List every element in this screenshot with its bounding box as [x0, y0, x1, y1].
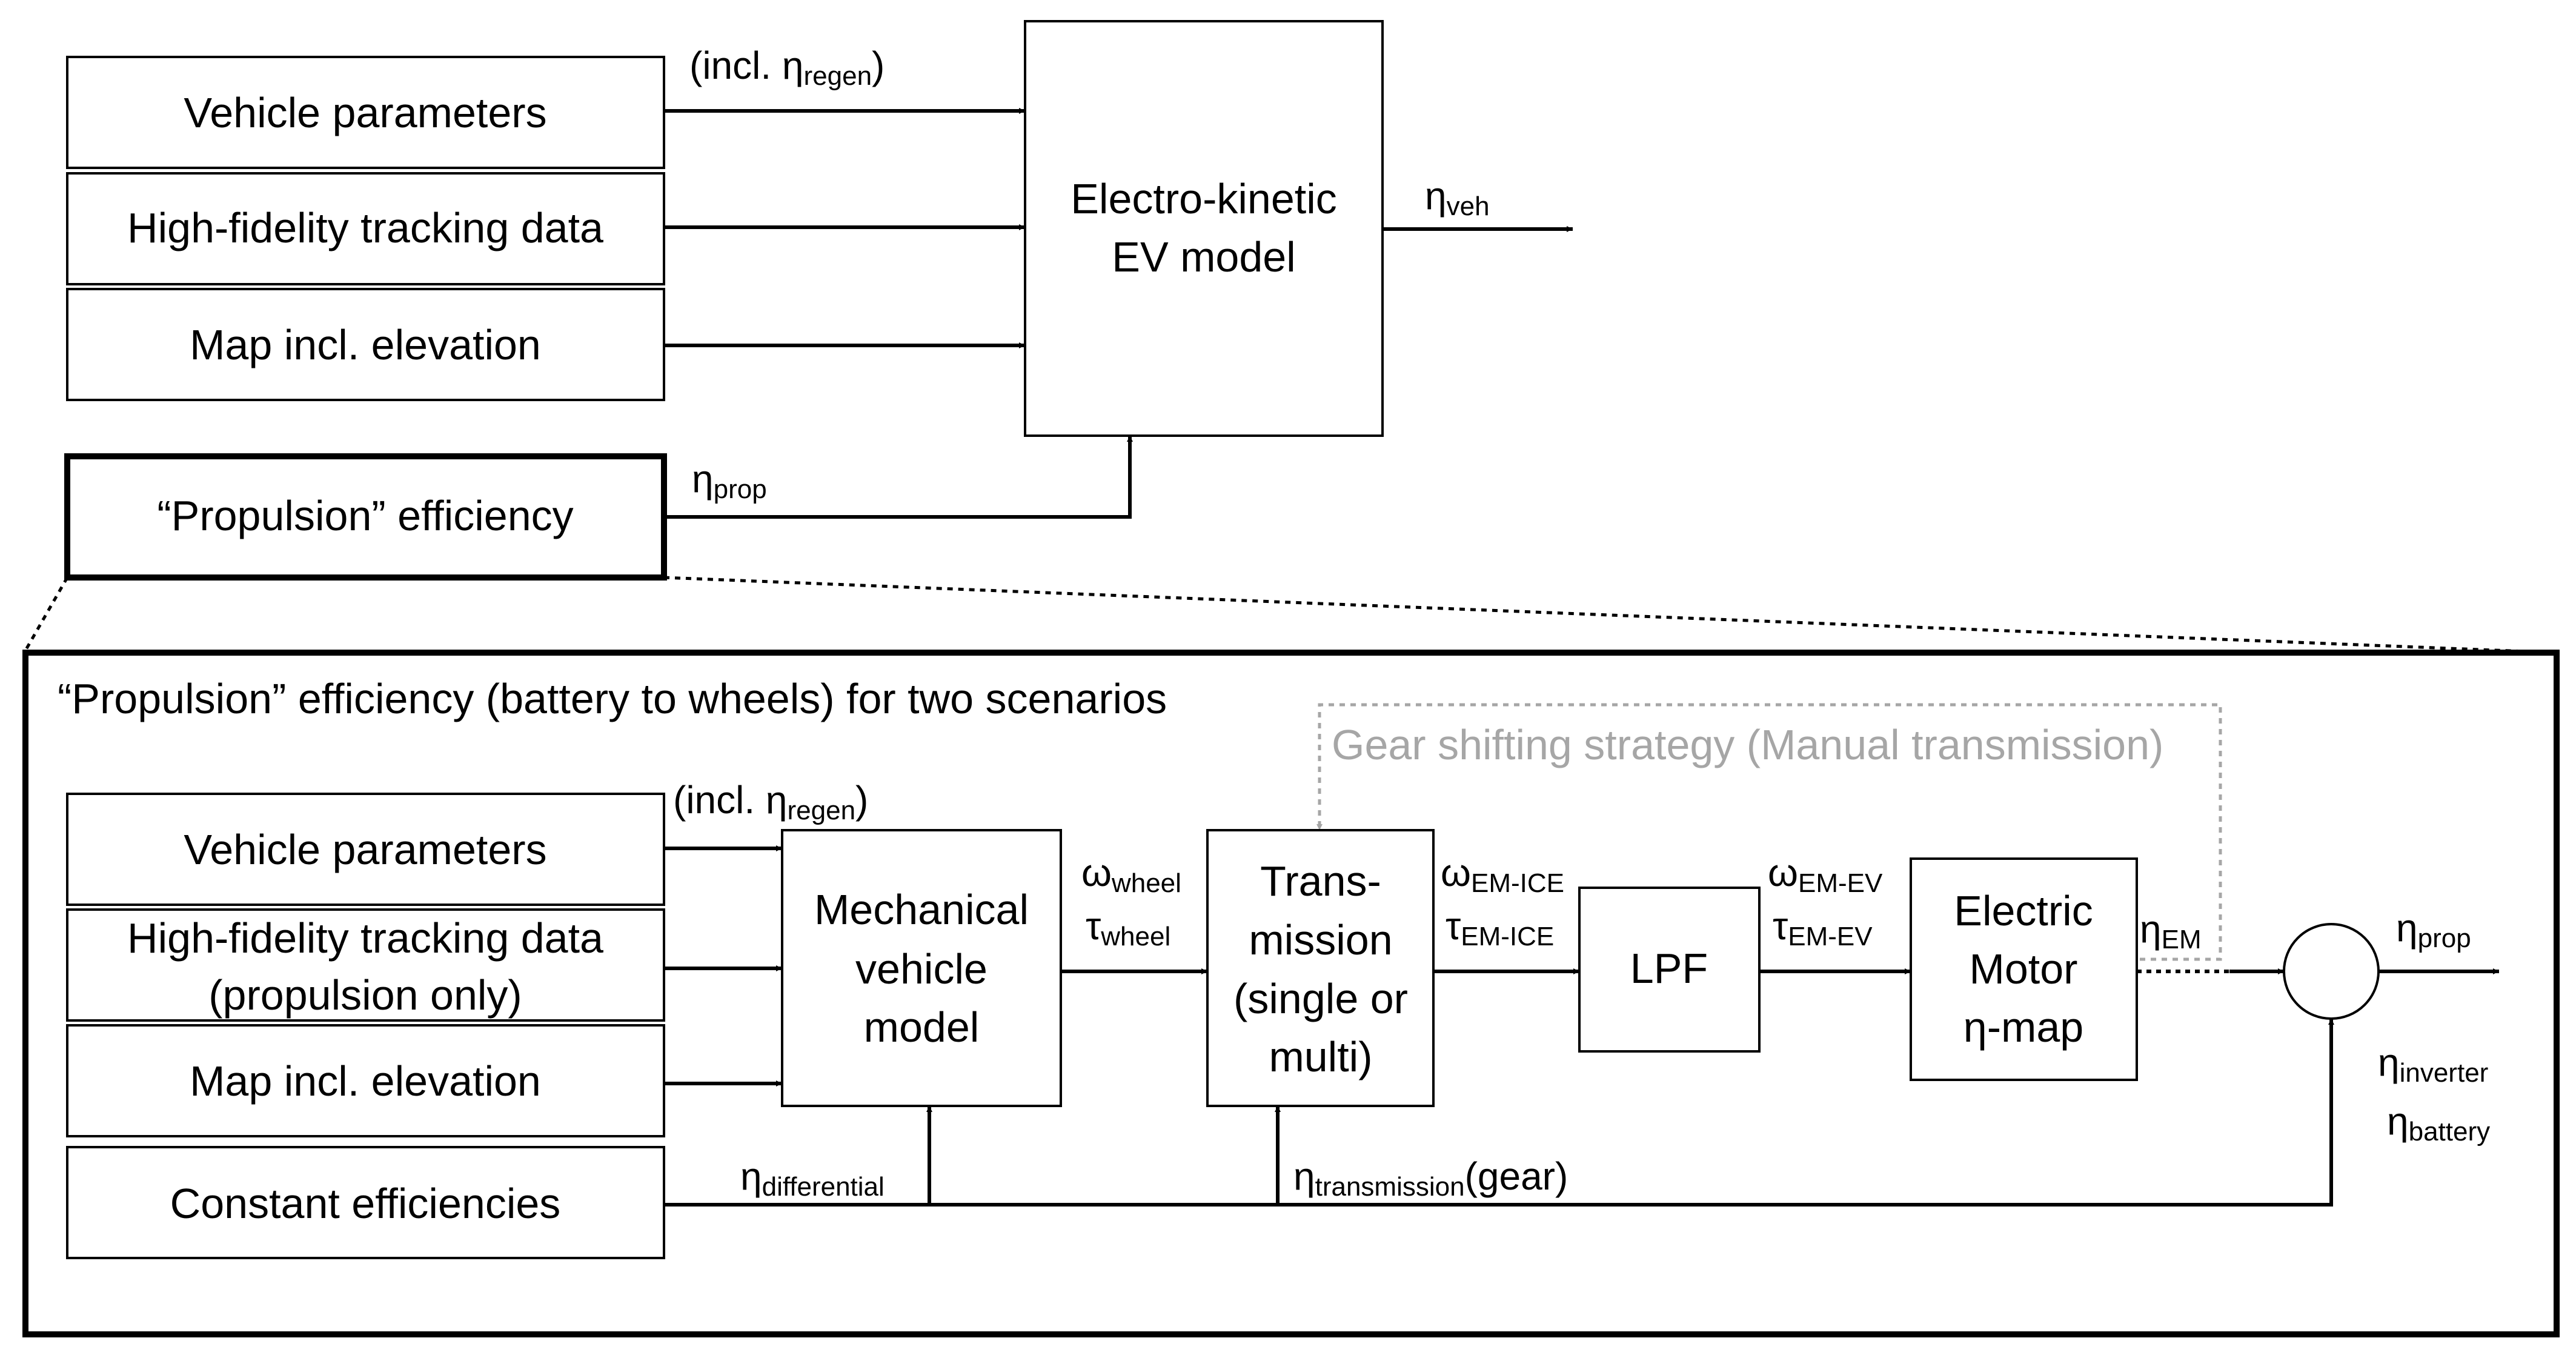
- multiplier-node: [2283, 923, 2380, 1020]
- tracking-data-box-detail: [66, 908, 665, 1022]
- electric-motor-line2: Motor: [1970, 945, 2078, 993]
- zoom-connector-left: [22, 576, 69, 654]
- electro-kinetic-model-line2: EV model: [1112, 233, 1295, 281]
- top-section: Vehicle parameters High-fidelity trackin…: [64, 20, 1573, 581]
- eta-battery-label: ηbattery: [2387, 1099, 2490, 1147]
- tau-wheel-label: τwheel: [1086, 904, 1170, 951]
- transmission-line2: mission: [1249, 916, 1392, 964]
- electric-motor-line3: η-map: [1964, 1004, 2083, 1051]
- constant-efficiencies-line: [664, 1019, 2334, 1207]
- arrow-prop-to-model: [664, 436, 1133, 519]
- map-box: [66, 288, 665, 401]
- tracking-data-label: High-fidelity tracking data: [127, 204, 603, 251]
- eta-veh-label: ηveh: [1425, 174, 1490, 221]
- lpf-label: LPF: [1630, 945, 1708, 992]
- propulsion-efficiency-label: “Propulsion” efficiency: [157, 492, 573, 539]
- electric-motor-box: [1910, 857, 2138, 1081]
- transmission-line4: multi): [1269, 1033, 1372, 1080]
- constant-efficiencies-label: Constant efficiencies: [170, 1180, 561, 1227]
- gear-strategy-feedback: [1316, 703, 2222, 961]
- map-label-detail: Map incl. elevation: [190, 1057, 541, 1105]
- vehicle-parameters-box: [66, 56, 665, 169]
- regen-label-top: (incl. ηregen): [689, 44, 885, 91]
- mechanical-model-line2: vehicle: [855, 945, 988, 993]
- mechanical-vehicle-model-box: [781, 829, 1062, 1107]
- tracking-data-label-line2: (propulsion only): [208, 971, 522, 1019]
- regen-label-detail: (incl. ηregen): [673, 778, 868, 825]
- tau-em-ev-label: τEM-EV: [1773, 904, 1873, 951]
- detail-title: “Propulsion” efficiency (battery to whee…: [58, 675, 1167, 722]
- omega-wheel-label: ωwheel: [1081, 851, 1181, 898]
- omega-em-ice-label: ωEM-ICE: [1441, 851, 1564, 898]
- mechanical-model-line3: model: [864, 1004, 980, 1051]
- electro-kinetic-model-line1: Electro-kinetic: [1071, 175, 1337, 222]
- tracking-data-box: [66, 172, 665, 285]
- transmission-box: [1206, 829, 1435, 1107]
- vehicle-parameters-label: Vehicle parameters: [184, 89, 546, 136]
- eta-transmission-label: ηtransmission(gear): [1293, 1154, 1568, 1202]
- map-label: Map incl. elevation: [190, 321, 541, 368]
- vehicle-parameters-label-detail: Vehicle parameters: [184, 826, 546, 873]
- transmission-line3: (single or: [1233, 975, 1408, 1022]
- zoom-connector-right: [663, 576, 2557, 654]
- omega-em-ev-label: ωEM-EV: [1768, 851, 1883, 898]
- detail-section: “Propulsion” efficiency (battery to whee…: [22, 650, 2560, 1337]
- electric-motor-line1: Electric: [1954, 887, 2093, 934]
- transmission-line1: Trans-: [1260, 857, 1381, 905]
- map-box-detail: [66, 1024, 665, 1137]
- eta-prop-label-detail: ηprop: [2396, 906, 2471, 953]
- constant-efficiencies-box: [66, 1146, 665, 1259]
- eta-em-label: ηEM: [2140, 907, 2202, 954]
- eta-prop-label-top: ηprop: [692, 457, 767, 504]
- electro-kinetic-model-box: [1024, 20, 1384, 437]
- tracking-data-label-line1: High-fidelity tracking data: [127, 914, 603, 962]
- eta-differential-label: ηdifferential: [740, 1154, 885, 1202]
- eta-inverter-label: ηinverter: [2378, 1040, 2488, 1088]
- tau-em-ice-label: τEM-ICE: [1446, 904, 1554, 951]
- gear-strategy-label: Gear shifting strategy (Manual transmiss…: [1332, 721, 2163, 768]
- mechanical-model-line1: Mechanical: [814, 886, 1029, 933]
